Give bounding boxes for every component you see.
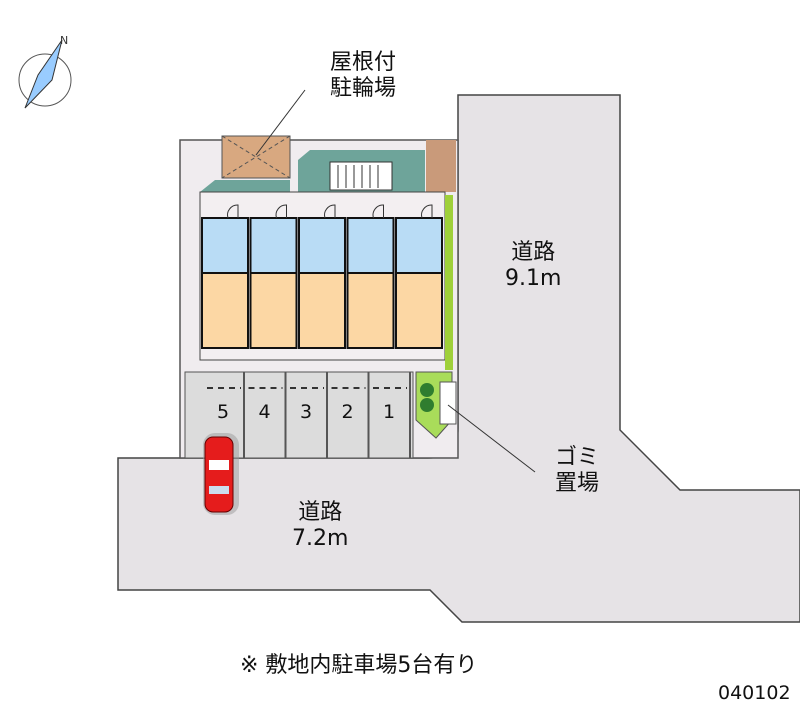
parking-space: 3 xyxy=(290,372,328,458)
garbage-label: ゴミ 置場 xyxy=(555,445,600,496)
parking-space: 4 xyxy=(248,372,287,458)
parking-space-number: 5 xyxy=(217,401,229,423)
road-right-label: 道路 9.1m xyxy=(505,240,562,291)
leader-line xyxy=(447,404,536,473)
parking-space: 2 xyxy=(331,372,370,458)
bike-parking-label: 屋根付 駐輪場 xyxy=(330,50,397,101)
roof xyxy=(200,180,290,192)
apartment-unit xyxy=(201,204,249,349)
parking-space-number: 3 xyxy=(300,401,312,423)
apartment-unit xyxy=(395,204,443,349)
svg-text:N: N xyxy=(60,34,68,47)
parking-space-number: 1 xyxy=(383,401,395,423)
apartment-unit xyxy=(249,204,298,349)
leader-line xyxy=(255,89,306,156)
green-strip xyxy=(445,195,453,370)
bike-parking-roof xyxy=(221,135,291,179)
brick-area xyxy=(426,140,456,192)
stairs xyxy=(329,161,393,191)
apartment-unit xyxy=(346,204,395,349)
parking-space-number: 4 xyxy=(258,401,270,423)
compass-icon: N xyxy=(18,34,72,109)
car-icon xyxy=(203,433,239,515)
parking-space: 1 xyxy=(373,372,411,458)
parking-space: 5 xyxy=(207,372,245,458)
garbage-area xyxy=(439,381,457,425)
road-bottom-label: 道路 7.2m xyxy=(292,500,349,551)
property-code: 040102 xyxy=(718,682,791,704)
parking-note: ※ 敷地内駐車場5台有り xyxy=(240,653,478,678)
parking-space-number: 2 xyxy=(341,401,353,423)
apartment-unit xyxy=(298,204,346,349)
